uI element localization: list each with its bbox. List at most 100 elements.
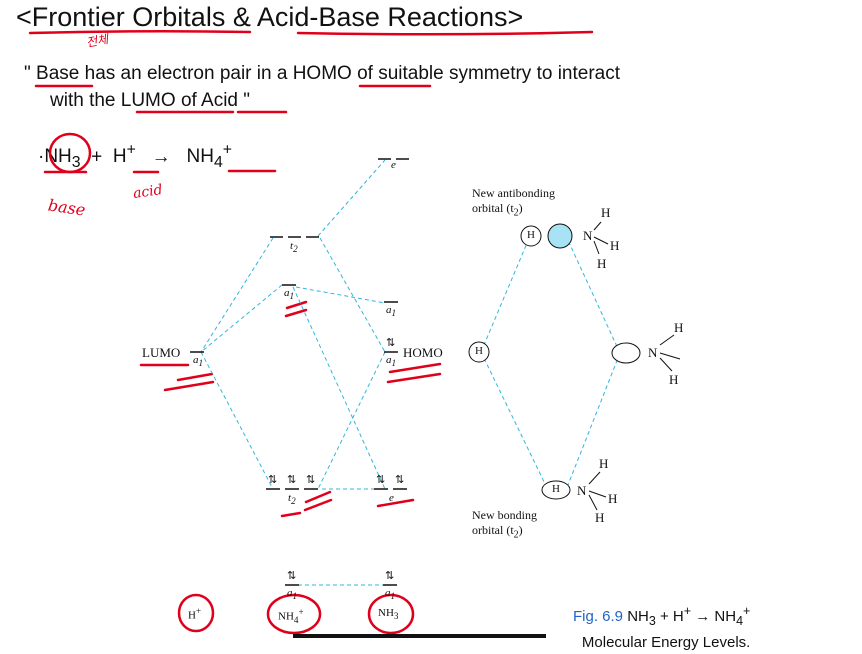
caption-sub3: 3 <box>648 614 656 628</box>
nh4-species-sub: 4 <box>293 614 299 625</box>
product-nh4: NH4+ <box>187 142 233 171</box>
center-t2-label: t2 <box>290 240 298 254</box>
orbital-pictures <box>468 221 681 511</box>
bonding-caption-line2: orbital (t2) <box>472 523 537 542</box>
center-a1-mark-2 <box>284 308 308 318</box>
quote-with: with the <box>50 90 121 111</box>
title-underline-1 <box>28 29 252 35</box>
bottom-e-mark <box>376 498 415 508</box>
quote-end-1: of suitable symmetry to interact <box>351 63 621 84</box>
bottom-t2-spin-3: ⇅ <box>306 474 316 486</box>
nh4-circle <box>266 593 322 635</box>
corr-homo-bottom-t2 <box>317 351 386 490</box>
nh3-circle <box>48 132 92 174</box>
antibonding-caption-close: ) <box>518 201 523 215</box>
middle-h-circle <box>468 341 490 363</box>
center-a1-text: a <box>284 287 290 299</box>
quote-open: " <box>24 63 37 84</box>
caption-sub4: 4 <box>736 614 744 628</box>
product-sub: 4 <box>213 154 223 172</box>
bond-mid-n-h-bottom <box>659 357 673 372</box>
title-underline-2 <box>296 30 594 36</box>
corr-t2-lumo <box>200 237 274 353</box>
antibonding-caption-line2: orbital (t2) <box>472 201 555 220</box>
lumo-a1-sub: 1 <box>198 358 204 369</box>
bottom-e-label: e <box>389 492 394 504</box>
homo-a1-sub: 1 <box>391 358 397 369</box>
bond-bond-n-h-bottom <box>588 494 598 511</box>
bottom-t2-spin-2: ⇅ <box>287 474 297 486</box>
hplus-species-text: H <box>188 609 196 622</box>
antibonding-h-bottom: H <box>597 256 607 271</box>
corr-a1-bottom-e <box>292 286 386 490</box>
bonding-h-in-oval: H <box>552 483 560 495</box>
caption-sup4: + <box>743 604 751 618</box>
caption-fig-number: Fig. 6.9 <box>573 608 624 625</box>
hplus-circle <box>177 593 215 633</box>
right-a1-text: a <box>386 304 392 316</box>
bond-anti-n-h-bottom <box>593 240 600 255</box>
page-title: <Frontier Orbitals & Acid-Base Reactions… <box>16 2 524 32</box>
antibonding-lobe <box>547 223 573 249</box>
quote-homo-word: HOMO <box>292 63 352 84</box>
bond-anti-n-h-top <box>593 221 602 231</box>
corr-e-t2 <box>317 159 386 237</box>
center-t2-text: t <box>290 240 294 252</box>
hplus-species-label: H+ <box>188 606 201 622</box>
homo-mark-1 <box>388 362 442 374</box>
nh3-species-sub: 3 <box>393 611 399 622</box>
bottom-t2-label: t2 <box>288 492 296 506</box>
lumo-label: LUMO <box>142 345 181 360</box>
bottom-a1-left-label: a1 <box>287 587 297 601</box>
bond-bond-n-h-right <box>588 490 607 498</box>
definition-quote: " Base has an electron pair in a HOMO of… <box>24 60 620 114</box>
antibonding-caption-text: orbital (t <box>472 201 514 215</box>
nh4-species-sup: + <box>298 607 304 617</box>
middle-h-bottom: H <box>669 372 679 387</box>
bottom-t2-mark-1 <box>304 490 332 504</box>
center-e-label: e <box>391 159 396 171</box>
corr-right-h-bond <box>480 351 549 491</box>
bond-mid-n-h-right <box>659 352 681 360</box>
bonding-h-top: H <box>599 456 609 471</box>
antibonding-h-circle <box>520 225 542 247</box>
bonding-caption: New bonding orbital (t2) <box>472 508 537 542</box>
middle-n-atom: N <box>648 345 658 360</box>
bottom-a1-right-label: a1 <box>385 587 395 601</box>
corr-t2-homo <box>319 237 386 353</box>
caption-line2: Molecular Energy Levels. <box>581 634 751 651</box>
reactant-h-sup: + <box>126 142 136 159</box>
bonding-caption-text: orbital (t <box>472 523 514 537</box>
hplus-species-sup: + <box>195 606 202 616</box>
quote-line-1: " Base has an electron pair in a HOMO of… <box>24 60 620 87</box>
bullet: · <box>38 146 45 168</box>
corr-a1-a1 <box>295 286 386 304</box>
figure-caption: Fig. 6.9 NH3 + H+ → NH4+ Molecular Energ… <box>573 600 750 654</box>
middle-h-top: H <box>674 320 684 335</box>
middle-h-in-circle: H <box>475 345 483 357</box>
bonding-h-right: H <box>608 491 618 506</box>
bottom-t2-sub: 2 <box>291 496 296 507</box>
nh3-species-text: NH <box>378 607 394 619</box>
nh3-species-label: NH3 <box>378 607 398 621</box>
nh3-bottom-circle <box>367 593 415 635</box>
quote-mid: has an electron pair in a <box>79 63 293 84</box>
nh4-species-label: NH4+ <box>278 607 304 625</box>
homo-mark-2 <box>386 372 442 384</box>
antibonding-h-right: H <box>610 238 620 253</box>
bottom-e-spin-1: ⇅ <box>376 474 386 486</box>
bond-bond-n-h-top <box>588 471 601 485</box>
bottom-t2-spin-1: ⇅ <box>268 474 278 486</box>
caption-arrow: → NH <box>691 608 737 625</box>
bonding-h-oval <box>541 480 571 500</box>
right-a1-label: a1 <box>386 304 396 318</box>
nh4-species-text: NH <box>278 610 294 623</box>
quote-line-2: with the LUMO of Acid " <box>24 87 620 114</box>
lumo-a1-label: a1 <box>193 354 203 368</box>
bottom-a1-left-text: a <box>287 587 293 599</box>
lumo-a1-text: a <box>193 354 199 366</box>
reactant-hplus: H+ <box>113 142 136 167</box>
caption-nh: NH <box>623 608 649 625</box>
nh3-lone-pair-lobe <box>611 342 641 364</box>
